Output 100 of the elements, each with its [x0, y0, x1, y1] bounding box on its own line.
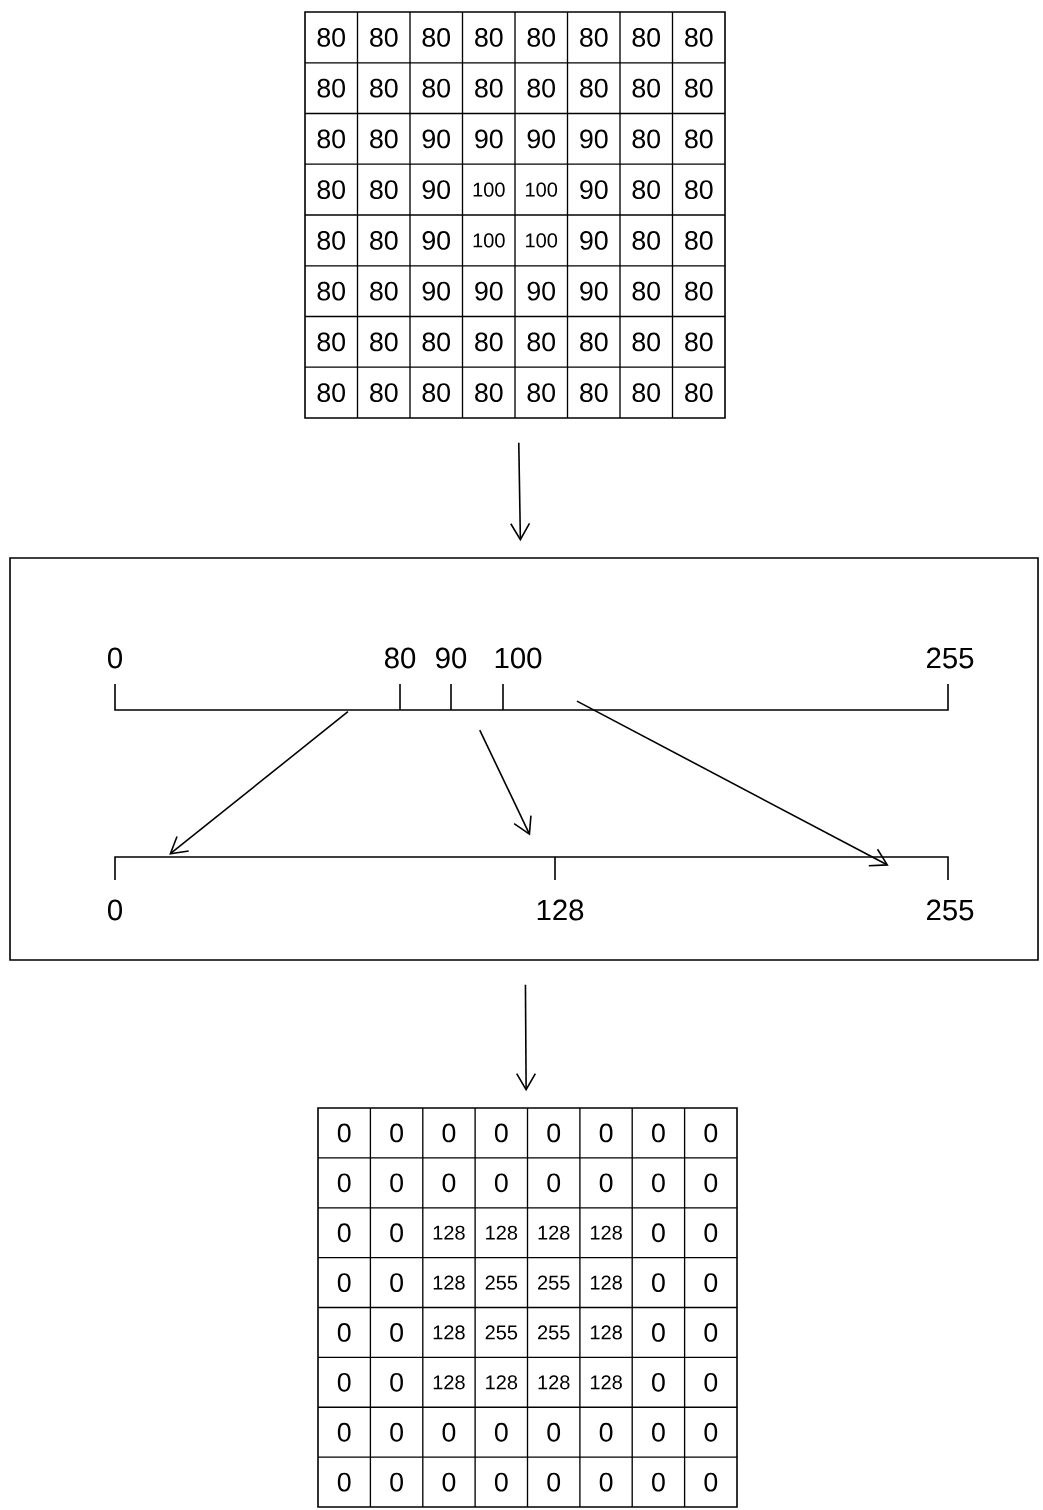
- pixel-value: 90: [422, 180, 450, 200]
- pixel-value: 80: [317, 383, 345, 403]
- pixel-value: 0: [442, 1472, 456, 1492]
- pixel-value: 90: [475, 281, 503, 301]
- pixel-value: 128: [538, 1225, 570, 1240]
- pixel-value: 128: [433, 1375, 465, 1390]
- pixel-value: 0: [337, 1372, 351, 1392]
- pixel-value: 0: [547, 1173, 561, 1193]
- pixel-value: 90: [475, 129, 503, 149]
- pixel-value: 100: [526, 182, 558, 197]
- pixel-value: 80: [685, 332, 713, 352]
- pixel-value: 0: [390, 1323, 403, 1342]
- pixel-value: 0: [704, 1422, 718, 1442]
- pixel-value: 128: [590, 1225, 622, 1240]
- pixel-value: 0: [337, 1273, 351, 1293]
- pixel-value: 90: [422, 230, 450, 250]
- pixel-value: 0: [704, 1123, 718, 1143]
- pixel-value: 100: [526, 233, 558, 248]
- pixel-value: 80: [527, 383, 555, 403]
- pixel-value: 0: [652, 1123, 665, 1143]
- pixel-value: 80: [685, 383, 713, 403]
- pixel-value: 0: [599, 1422, 613, 1442]
- pixel-value: 80: [632, 129, 660, 149]
- pixel-value: 80: [370, 129, 398, 149]
- pixel-value: 90: [527, 281, 555, 301]
- pixel-value: 0: [390, 1223, 403, 1243]
- pixel-value: 0: [652, 1323, 665, 1342]
- pixel-value: 80: [632, 332, 660, 352]
- pixel-value: 0: [704, 1323, 718, 1342]
- pixel-value: 128: [590, 1325, 622, 1340]
- pixel-value: 0: [390, 1472, 403, 1492]
- pixel-value: 80: [317, 230, 345, 250]
- pixel-value: 255: [538, 1325, 570, 1340]
- pixel-value: 90: [580, 129, 608, 149]
- arrow: [576, 700, 889, 867]
- pixel-value: 100: [473, 182, 505, 197]
- pixel-value: 0: [652, 1173, 665, 1193]
- pixel-value: 128: [433, 1225, 465, 1240]
- pixel-value: 80: [580, 27, 608, 47]
- pixel-value: 80: [632, 27, 660, 47]
- pixel-value: 80: [422, 27, 450, 47]
- pixel-value: 0: [704, 1372, 718, 1392]
- pixel-value: 0: [494, 1472, 508, 1492]
- pixel-value: 128: [538, 1375, 570, 1390]
- pixel-value: 128: [590, 1375, 622, 1390]
- pixel-value: 0: [704, 1472, 718, 1492]
- pixel-value: 90: [580, 180, 608, 200]
- pixel-value: 80: [527, 78, 555, 98]
- pixel-value: 255: [485, 1325, 518, 1340]
- pixel-value: 90: [527, 129, 555, 149]
- tick-label: 80: [384, 647, 416, 669]
- pixel-value: 0: [494, 1123, 508, 1143]
- pixel-value: 90: [580, 230, 608, 250]
- pixel-value: 80: [475, 332, 503, 352]
- pixel-value: 128: [486, 1225, 518, 1240]
- pixel-value: 80: [370, 78, 398, 98]
- pixel-grid: [304, 11, 726, 419]
- pixel-value: 80: [580, 78, 608, 98]
- tick-label: 90: [436, 647, 467, 669]
- pixel-value: 80: [422, 78, 450, 98]
- pixel-value: 0: [652, 1372, 665, 1392]
- pixel-value: 80: [317, 180, 345, 200]
- pixel-value: 90: [422, 281, 450, 301]
- pixel-value: 0: [337, 1223, 351, 1243]
- pixel-value: 0: [599, 1123, 613, 1143]
- pixel-value: 0: [442, 1422, 456, 1442]
- pixel-value: 80: [580, 383, 608, 403]
- pixel-value: 80: [370, 332, 398, 352]
- pixel-value: 0: [442, 1123, 456, 1143]
- pixel-value: 0: [337, 1323, 351, 1342]
- pixel-value: 80: [317, 332, 345, 352]
- pixel-value: 0: [652, 1223, 665, 1243]
- pixel-value: 80: [475, 78, 503, 98]
- tick-label: 0: [108, 899, 122, 921]
- pixel-grid: [317, 1107, 738, 1508]
- pixel-value: 80: [422, 332, 450, 352]
- pixel-value: 0: [547, 1123, 561, 1143]
- mapping-box: [9, 557, 1039, 961]
- pixel-value: 0: [599, 1472, 613, 1492]
- pixel-value: 0: [547, 1472, 561, 1492]
- pixel-value: 0: [652, 1472, 665, 1492]
- pixel-value: 80: [422, 383, 450, 403]
- tick-label: 100: [495, 647, 542, 669]
- pixel-value: 0: [652, 1422, 665, 1442]
- pixel-value: 255: [485, 1275, 518, 1290]
- pixel-value: 0: [390, 1123, 403, 1143]
- pixel-value: 0: [652, 1273, 665, 1293]
- pixel-value: 80: [317, 281, 345, 301]
- tick-label: 0: [108, 647, 122, 669]
- pixel-value: 80: [317, 78, 345, 98]
- pixel-value: 80: [317, 129, 345, 149]
- pixel-value: 0: [442, 1173, 456, 1193]
- pixel-value: 80: [685, 129, 713, 149]
- pixel-value: 0: [337, 1173, 351, 1193]
- pixel-value: 0: [704, 1223, 718, 1243]
- pixel-value: 128: [433, 1325, 465, 1340]
- pixel-value: 0: [390, 1273, 403, 1293]
- pixel-value: 80: [370, 230, 398, 250]
- pixel-value: 128: [433, 1275, 465, 1290]
- pixel-value: 0: [337, 1422, 351, 1442]
